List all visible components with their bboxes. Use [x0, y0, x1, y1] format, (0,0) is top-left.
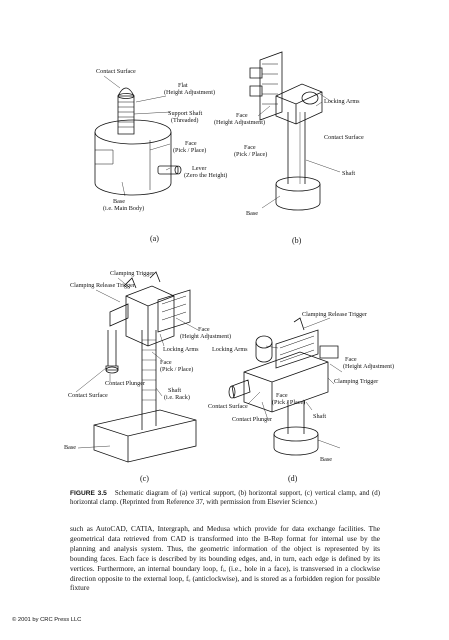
label-d-face-height: Face (Height Adjustment) [343, 356, 394, 370]
label-c-shaft-title: Shaft [168, 387, 182, 394]
label-a-flat: Flat (Height Adjustment) [164, 82, 215, 96]
label-d-locking-arms: Locking Arms [212, 346, 248, 353]
label-a-face: Face (Pick / Place) [173, 140, 206, 154]
label-c-face-height-title: Face [198, 326, 210, 333]
label-b-face-pick: Face (Pick / Place) [234, 144, 267, 158]
label-a-base: Base (i.e. Main Body) [103, 198, 144, 212]
label-b-face-height-title: Face [236, 112, 248, 119]
label-a-base-title: Base [113, 198, 126, 205]
label-d-clamping-release-trigger: Clamping Release Trigger [302, 311, 367, 318]
label-a-support-shaft: Support Shaft (Threaded) [168, 110, 202, 124]
label-d-base: Base [320, 456, 333, 463]
label-c-shaft: Shaft (i.e. Rack) [164, 387, 190, 401]
label-a-lever-sub: (Zero the Height) [184, 172, 228, 179]
label-d-face-pick: Face (Pick / Place) [272, 392, 305, 406]
label-c-face-pick-sub: (Pick / Place) [160, 366, 194, 373]
label-b-face-pick-title: Face [244, 144, 256, 151]
figure-drawings [0, 0, 449, 486]
label-a-lever-title: Lever [192, 165, 207, 172]
label-b-face-pick-sub: (Pick / Place) [234, 151, 268, 158]
drawing-d-horizontal-clamp [229, 318, 342, 455]
label-b-locking-arms: Locking Arms [324, 98, 360, 105]
panel-tag-b: (b) [292, 236, 302, 245]
caption-label: FIGURE 3.5 [70, 490, 107, 497]
label-c-clamping-release-trigger: Clamping Release Trigger [70, 282, 135, 289]
label-a-flat-sub: (Height Adjustment) [164, 89, 216, 96]
label-c-face-pick-title: Face [160, 359, 172, 366]
label-d-face-height-sub: (Height Adjustment) [343, 363, 395, 370]
label-c-contact-surface: Contact Surface [68, 392, 108, 399]
label-c-face-pick: Face (Pick / Place) [160, 359, 193, 373]
label-c-shaft-sub: (i.e. Rack) [164, 394, 190, 401]
label-d-contact-plunger: Contact Plunger [232, 416, 273, 423]
panel-tag-c: (c) [140, 474, 149, 483]
label-a-contact-surface: Contact Surface [96, 68, 136, 75]
label-b-base: Base [246, 210, 259, 217]
label-c-clamping-trigger: Clamping Trigger [110, 270, 155, 277]
figure-3-5: Contact Surface Flat (Height Adjustment)… [0, 0, 449, 486]
panel-tag-d: (d) [288, 474, 298, 483]
label-a-flat-title: Flat [178, 82, 188, 89]
label-c-base: Base [64, 444, 77, 451]
caption-text: Schematic diagram of (a) vertical suppor… [70, 490, 380, 507]
label-d-contact-surface: Contact Surface [208, 403, 248, 410]
label-a-support-shaft-sub: (Threaded) [171, 117, 199, 124]
body-paragraph: such as AutoCAD, CATIA, Intergraph, and … [70, 524, 380, 593]
label-c-contact-plunger: Contact Plunger [105, 380, 146, 387]
drawing-b-horizontal-support [250, 52, 340, 210]
label-a-support-shaft-title: Support Shaft [168, 110, 203, 117]
copyright-footer: © 2001 by CRC Press LLC [12, 617, 82, 623]
label-d-face-pick-title: Face [276, 392, 288, 399]
label-c-face-height: Face (Height Adjustment) [180, 326, 231, 340]
label-a-lever: Lever (Zero the Height) [184, 165, 227, 179]
label-a-face-sub: (Pick / Place) [173, 147, 207, 154]
label-b-contact-surface: Contact Surface [324, 134, 364, 141]
label-a-face-title: Face [185, 140, 197, 147]
panel-tag-a: (a) [150, 234, 159, 243]
label-c-face-height-sub: (Height Adjustment) [180, 333, 232, 340]
label-d-clamping-trigger: Clamping Trigger [334, 378, 379, 385]
drawing-c-vertical-clamp [76, 272, 198, 462]
label-d-face-height-title: Face [345, 356, 357, 363]
label-c-locking-arms: Locking Arms [163, 346, 199, 353]
label-b-shaft: Shaft [342, 170, 356, 177]
label-b-face-height-sub: (Height Adjustment) [214, 119, 266, 126]
drawing-a-vertical-support [95, 76, 181, 196]
label-d-face-pick-sub: (Pick / Place) [272, 399, 306, 406]
label-a-base-sub: (i.e. Main Body) [103, 205, 145, 212]
label-d-shaft: Shaft [313, 413, 327, 420]
label-b-face-height: Face (Height Adjustment) [214, 112, 265, 126]
